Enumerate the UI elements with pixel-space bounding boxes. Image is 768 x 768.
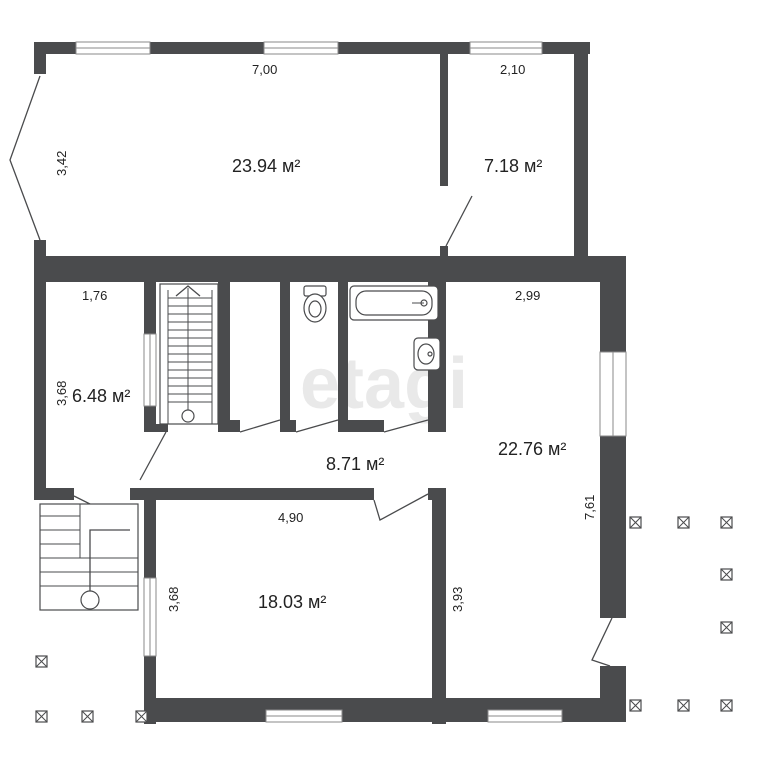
door-left-room xyxy=(139,431,167,481)
dim-right-height: 7,61 xyxy=(582,495,597,520)
windows xyxy=(75,41,627,723)
window-bottom-1 xyxy=(265,709,343,723)
dim-bottom-height: 3,68 xyxy=(166,587,181,612)
door-stair xyxy=(239,419,281,433)
window-top-3 xyxy=(469,41,543,55)
window-bottom-2 xyxy=(487,709,563,723)
post-icon xyxy=(35,655,48,668)
post-icon xyxy=(720,568,733,581)
door-bath xyxy=(383,419,429,433)
area-hall: 8.71 м² xyxy=(326,454,384,474)
door-small-room xyxy=(445,195,473,247)
post-icon xyxy=(629,699,642,712)
window-right-room xyxy=(599,351,627,437)
dim-right-width: 2,99 xyxy=(515,288,540,303)
post-icon xyxy=(677,699,690,712)
area-living-top: 23.94 м² xyxy=(232,156,300,176)
dim-living-height: 3,42 xyxy=(54,151,69,176)
post-icon xyxy=(677,516,690,529)
door-bottom-room xyxy=(373,493,429,521)
post-icon xyxy=(720,621,733,634)
toilet-icon xyxy=(303,285,327,323)
dim-bottom-width: 4,90 xyxy=(278,510,303,525)
window-top-1 xyxy=(75,41,151,55)
area-bottom-room: 18.03 м² xyxy=(258,592,326,612)
sink-icon xyxy=(413,337,441,371)
bathtub-icon xyxy=(349,285,439,321)
post-icon xyxy=(35,710,48,723)
staircase-lower xyxy=(39,503,139,611)
post-icon xyxy=(720,516,733,529)
post-icon xyxy=(720,699,733,712)
post-icon xyxy=(81,710,94,723)
area-right-room: 22.76 м² xyxy=(498,439,566,459)
area-small-top-right: 7.18 м² xyxy=(484,156,542,176)
dim-left-width: 1,76 xyxy=(82,288,107,303)
window-top-2 xyxy=(263,41,339,55)
door-wc xyxy=(295,419,339,433)
window-left-room xyxy=(143,333,157,407)
window-bottom-left xyxy=(143,577,157,657)
door-porch xyxy=(591,617,613,667)
staircase-upper xyxy=(159,283,219,425)
dim-bottom-side: 3,93 xyxy=(450,587,465,612)
dim-small-width: 2,10 xyxy=(500,62,525,77)
post-icon xyxy=(135,710,148,723)
area-left-room: 6.48 м² xyxy=(72,386,130,406)
exterior-posts xyxy=(35,516,733,723)
post-icon xyxy=(629,516,642,529)
bathroom-fixtures xyxy=(303,285,441,371)
dim-living-width: 7,00 xyxy=(252,62,277,77)
dim-left-height: 3,68 xyxy=(54,381,69,406)
door-entrance-left xyxy=(9,75,41,241)
